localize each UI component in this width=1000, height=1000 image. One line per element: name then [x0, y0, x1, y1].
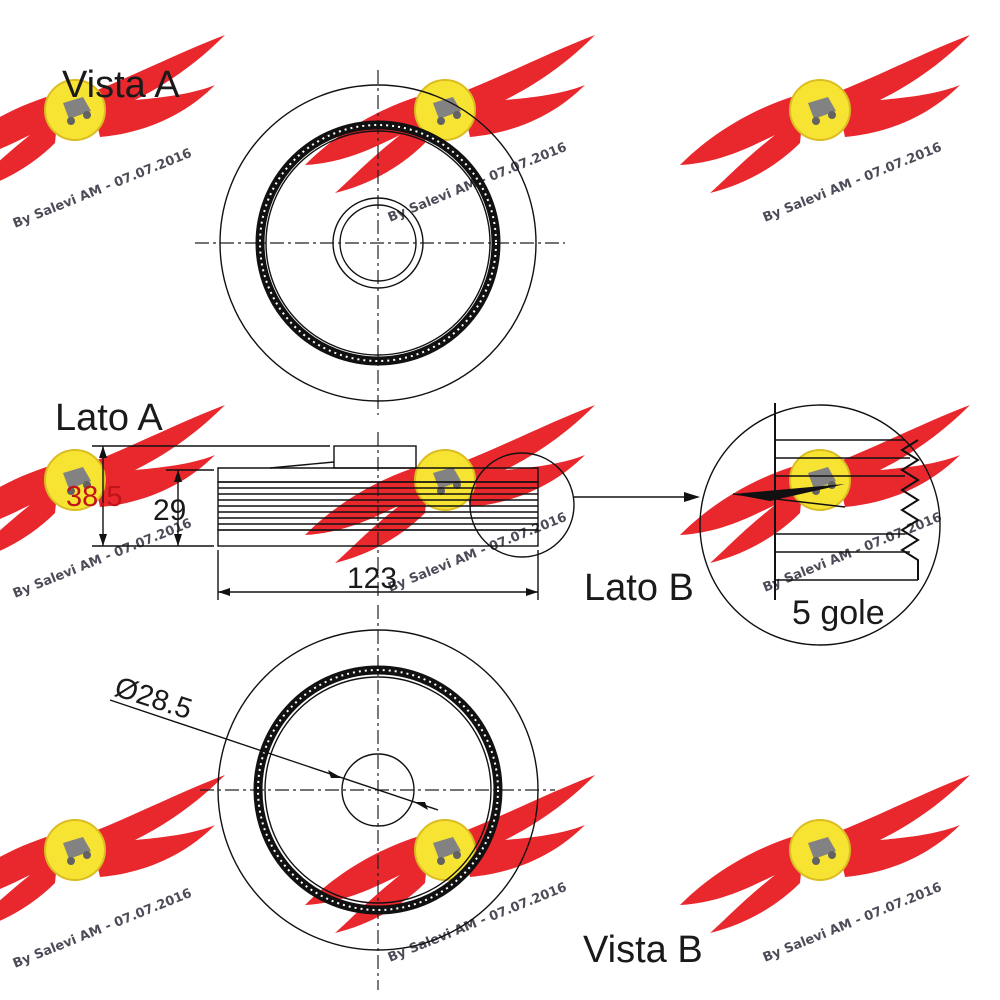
- detail-grooves-label: 5 gole: [792, 594, 885, 632]
- groove-profile: [900, 439, 920, 580]
- lato-a-label: Lato A: [55, 397, 163, 439]
- vista-a-hub-bore: [339, 204, 417, 282]
- vista-a-outer-rim: [219, 84, 537, 402]
- dimension-body-height: 29: [153, 494, 186, 527]
- groove-detail-view: [699, 403, 941, 646]
- dimension-width: 123: [347, 562, 397, 595]
- vista-b-label: Vista B: [583, 929, 703, 971]
- dimension-total-height: 38.5: [66, 481, 122, 513]
- lato-a-side-view: [92, 432, 700, 600]
- watermark-text-1: By Salevi AM - 07.07.2016: [11, 146, 194, 232]
- watermark-logo-7: [0, 774, 226, 934]
- watermark-logo-5: [304, 404, 596, 564]
- lato-b-label: Lato B: [584, 567, 694, 609]
- vista-b-view: [109, 605, 555, 990]
- vista-a-hub-outer: [332, 197, 424, 289]
- detail-circle: [469, 452, 575, 558]
- watermark-logo-3: [679, 34, 971, 194]
- vista-a-label: Vista A: [62, 64, 180, 106]
- dimension-bore-diameter: Ø28.5: [111, 671, 196, 726]
- vista-a-view: [195, 70, 565, 415]
- diameter-leader: [109, 699, 439, 811]
- watermark-logo-9: [679, 774, 971, 934]
- vista-b-outer-rim: [217, 629, 539, 951]
- watermark-layer: By Salevi AM - 07.07.2016 By Salevi AM -…: [0, 34, 971, 972]
- vista-b-bore: [341, 753, 415, 827]
- watermark-logo-2: [304, 34, 596, 194]
- watermark-logo-6: [679, 404, 971, 564]
- hub-boss: [333, 445, 417, 469]
- watermark-text-7: By Salevi AM - 07.07.2016: [11, 886, 194, 972]
- watermark-logo-1: [0, 34, 226, 194]
- detail-magnified-circle: [699, 404, 941, 646]
